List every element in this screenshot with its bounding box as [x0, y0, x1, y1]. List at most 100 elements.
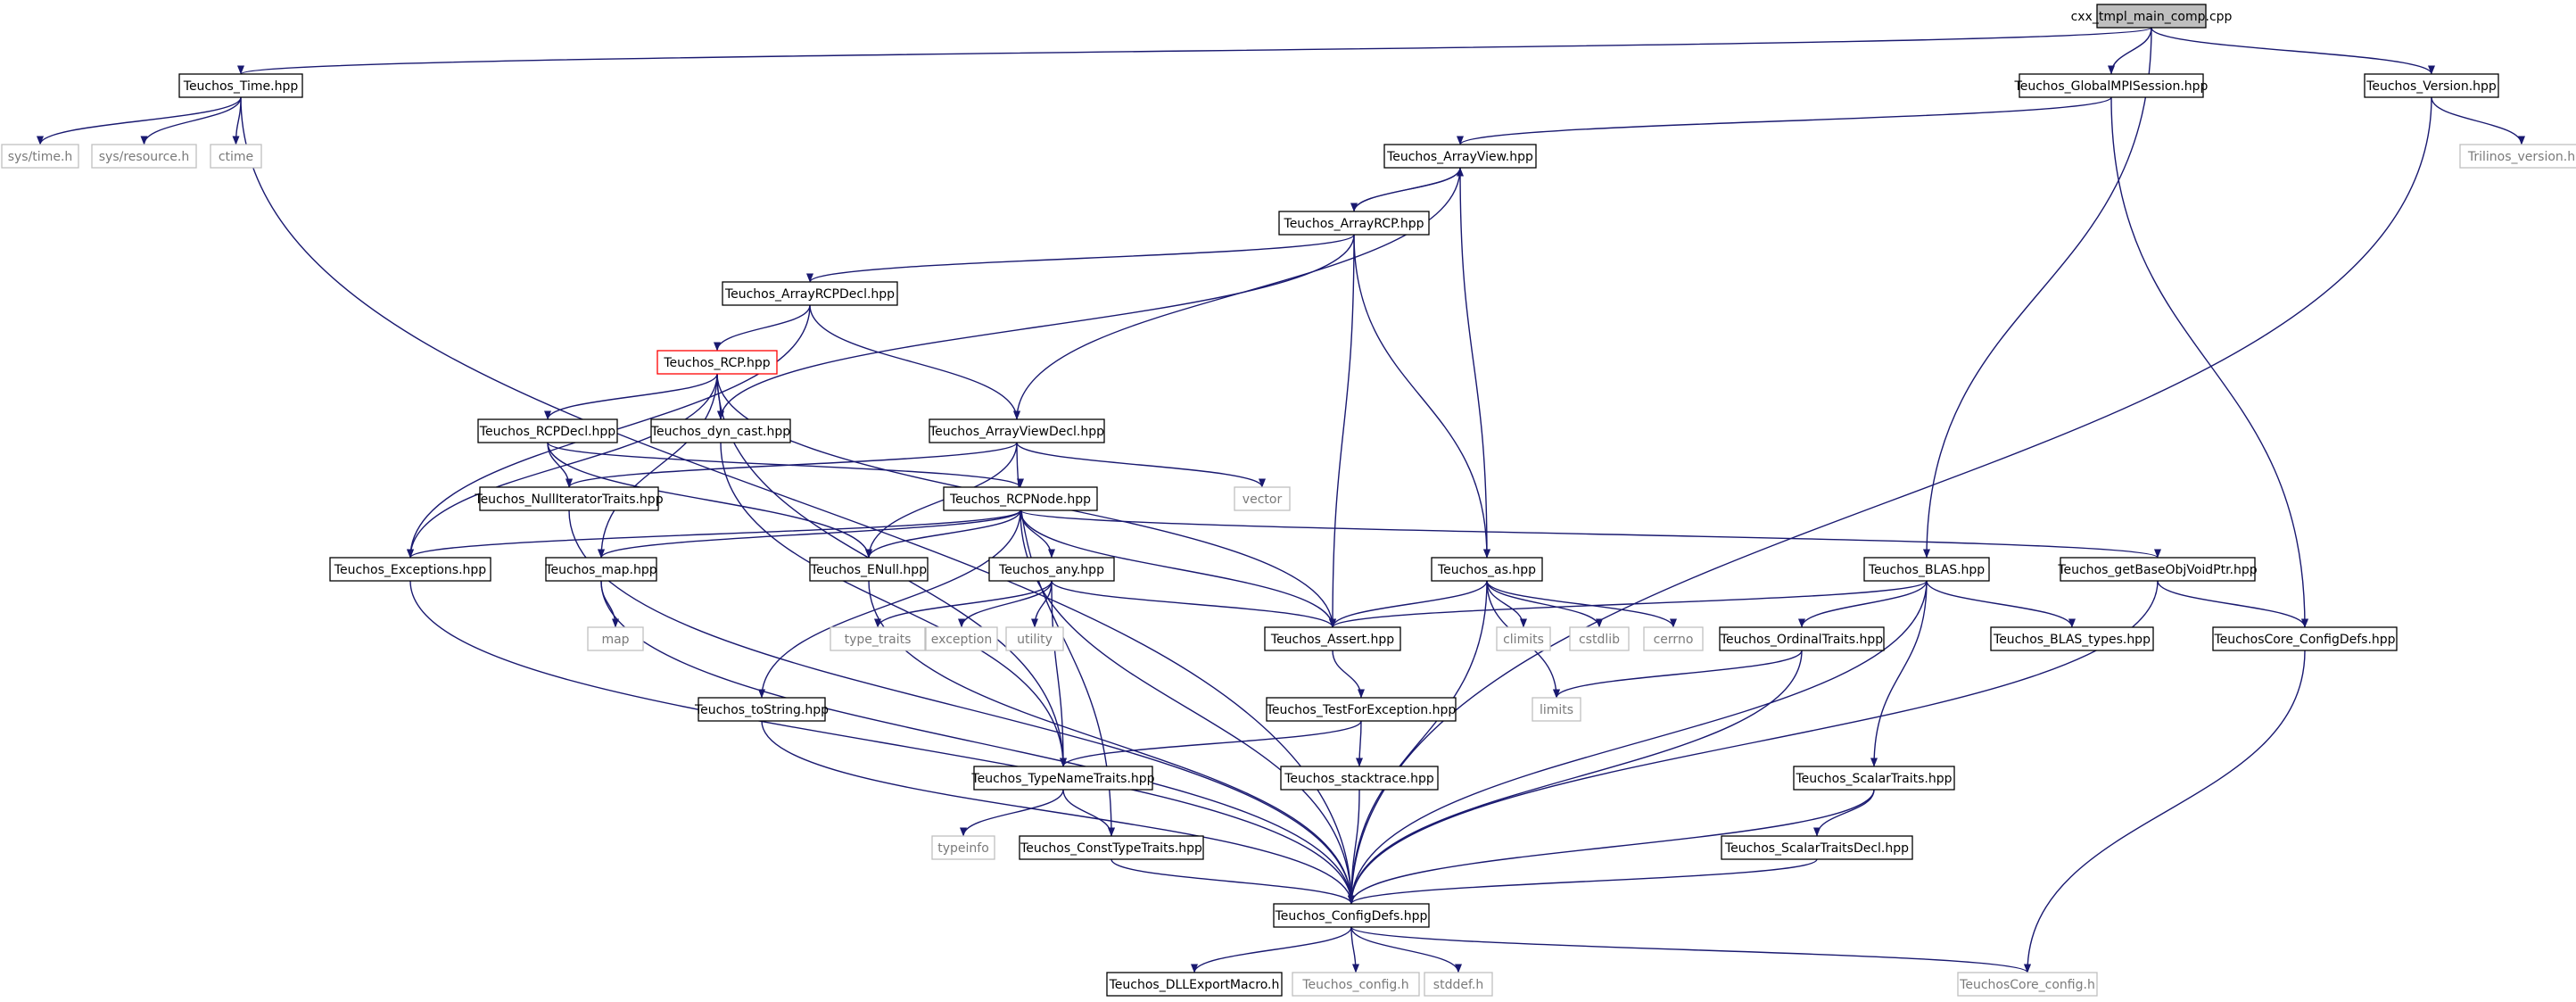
edge-rcpnode-to-assert	[1020, 509, 1336, 628]
edge-exceptions-to-configdefs	[409, 580, 1355, 905]
node-configdefs[interactable]: Teuchos_ConfigDefs.hpp	[1273, 903, 1430, 928]
node-version[interactable]: Teuchos_Version.hpp	[2364, 73, 2499, 98]
node-box-stddef	[1424, 972, 1493, 997]
node-box-typeinfo	[931, 835, 995, 860]
node-enull[interactable]: Teuchos_ENull.hpp	[809, 557, 929, 582]
node-arrayviewdecl[interactable]: Teuchos_ArrayViewDecl.hpp	[929, 418, 1105, 443]
node-ordinal[interactable]: Teuchos_OrdinalTraits.hpp	[1719, 626, 1885, 651]
node-time[interactable]: Teuchos_Time.hpp	[178, 73, 303, 98]
node-box-arrayviewdecl	[929, 418, 1105, 443]
node-blas[interactable]: Teuchos_BLAS.hpp	[1863, 557, 1990, 582]
node-label-exceptions: Teuchos_Exceptions.hpp	[334, 563, 486, 577]
node-gmpi[interactable]: Teuchos_GlobalMPISession.hpp	[2014, 73, 2209, 98]
node-getbase[interactable]: Teuchos_getBaseObjVoidPtr.hpp	[2057, 557, 2258, 582]
node-arrayview[interactable]: Teuchos_ArrayView.hpp	[1383, 144, 1537, 169]
node-assert[interactable]: Teuchos_Assert.hpp	[1264, 626, 1401, 651]
node-label-cstdlib: cstdlib	[1579, 633, 1620, 647]
node-box-version	[2364, 73, 2499, 98]
node-box-ctime	[210, 144, 262, 169]
node-rcp[interactable]: Teuchos_RCP.hpp	[656, 350, 778, 375]
edge-any-to-assert	[1051, 580, 1336, 628]
node-label-arrayview: Teuchos_ArrayView.hpp	[1386, 150, 1533, 164]
node-box-typetraits	[830, 626, 926, 651]
node-arrayrcp[interactable]: Teuchos_ArrayRCP.hpp	[1278, 211, 1430, 236]
edge-arrayrcp-to-assert	[1329, 234, 1355, 628]
node-testforexc[interactable]: Teuchos_TestForException.hpp	[1266, 697, 1457, 722]
node-label-typetraits: type_traits	[845, 633, 912, 647]
node-typename[interactable]: Teuchos_TypeNameTraits.hpp	[970, 766, 1155, 791]
edge-arrayrcpdecl-to-arrayviewdecl	[809, 304, 1020, 420]
node-stddef: stddef.h	[1424, 972, 1493, 997]
edge-as-to-assert	[1329, 580, 1488, 628]
node-label-trilinos: Trilinos_version.h	[2467, 150, 2575, 164]
node-rcpnode[interactable]: Teuchos_RCPNode.hpp	[943, 486, 1098, 511]
node-label-systime: sys/time.h	[8, 150, 73, 164]
node-box-exceptions	[329, 557, 491, 582]
node-label-arrayviewdecl: Teuchos_ArrayViewDecl.hpp	[929, 425, 1104, 439]
node-label-as: Teuchos_as.hpp	[1437, 563, 1536, 577]
node-label-arrayrcpdecl: Teuchos_ArrayRCPDecl.hpp	[724, 287, 895, 302]
node-stacktrace[interactable]: Teuchos_stacktrace.hpp	[1280, 766, 1439, 791]
node-box-gmpi	[2019, 73, 2204, 98]
node-box-scalar	[1793, 766, 1955, 791]
node-rcpdecl[interactable]: Teuchos_RCPDecl.hpp	[477, 418, 618, 443]
node-box-nulliter	[479, 486, 659, 511]
node-box-mapstd	[587, 626, 644, 651]
edge-scalar-to-configdefs	[1348, 789, 1875, 905]
node-arrayrcpdecl[interactable]: Teuchos_ArrayRCPDecl.hpp	[722, 281, 898, 306]
node-box-time	[178, 73, 303, 98]
edge-stacktrace-to-configdefs	[1348, 789, 1360, 905]
node-label-rcp: Teuchos_RCP.hpp	[663, 356, 770, 370]
node-label-coreconfigdefs: TeuchosCore_ConfigDefs.hpp	[2213, 633, 2395, 647]
node-box-stacktrace	[1280, 766, 1439, 791]
node-cerrno: cerrno	[1643, 626, 1704, 651]
node-box-assert	[1264, 626, 1401, 651]
edge-gmpi-to-arrayview	[1457, 96, 2112, 145]
edge-arrayrcp-to-as	[1353, 234, 1490, 559]
node-box-dllexport	[1106, 972, 1283, 997]
edge-as-to-configdefs	[1348, 580, 1488, 905]
node-scalardecl[interactable]: Teuchos_ScalarTraitsDecl.hpp	[1721, 835, 1913, 860]
node-tostring[interactable]: Teuchos_toString.hpp	[694, 697, 829, 722]
node-label-stddef: stddef.h	[1433, 978, 1483, 992]
node-box-cstdlib	[1569, 626, 1630, 651]
edge-root-to-time	[237, 27, 2152, 75]
edge-coreconfigdefs-to-coreconfig	[2024, 650, 2306, 973]
edge-blas-to-assert	[1329, 580, 1928, 628]
node-utility: utility	[1005, 626, 1064, 651]
node-any[interactable]: Teuchos_any.hpp	[988, 557, 1115, 582]
node-label-consttype: Teuchos_ConstTypeTraits.hpp	[1020, 841, 1202, 856]
node-typetraits: type_traits	[830, 626, 926, 651]
node-coreconfigdefs[interactable]: TeuchosCore_ConfigDefs.hpp	[2212, 626, 2398, 651]
node-vector: vector	[1234, 486, 1291, 511]
node-label-typename: Teuchos_TypeNameTraits.hpp	[970, 772, 1154, 786]
edge-arrayrcp-to-dyncast	[717, 234, 1355, 420]
edge-blas-to-scalar	[1870, 580, 1928, 767]
node-box-map	[545, 557, 657, 582]
node-map[interactable]: Teuchos_map.hpp	[544, 557, 657, 582]
node-exceptions[interactable]: Teuchos_Exceptions.hpp	[329, 557, 491, 582]
node-label-scalardecl: Teuchos_ScalarTraitsDecl.hpp	[1724, 841, 1909, 856]
node-dllexport[interactable]: Teuchos_DLLExportMacro.h	[1106, 972, 1283, 997]
node-box-coreconfigdefs	[2212, 626, 2398, 651]
edge-gmpi-to-coreconfigdefs	[2110, 96, 2308, 628]
edge-any-to-exception	[958, 580, 1053, 628]
node-blastypes[interactable]: Teuchos_BLAS_types.hpp	[1990, 626, 2154, 651]
node-root[interactable]: cxx_tmpl_main_comp.cpp	[2071, 4, 2233, 29]
edge-scalardecl-to-configdefs	[1348, 858, 1818, 905]
edge-rcp-to-rcpdecl	[544, 373, 718, 420]
node-label-arrayrcp: Teuchos_ArrayRCP.hpp	[1284, 217, 1424, 231]
node-box-getbase	[2060, 557, 2256, 582]
node-exception: exception	[925, 626, 998, 651]
node-as[interactable]: Teuchos_as.hpp	[1431, 557, 1543, 582]
edge-typename-to-typeinfo	[960, 789, 1064, 837]
node-dyncast[interactable]: Teuchos_dyn_cast.hpp	[650, 418, 791, 443]
edge-rcp-to-exceptions	[407, 373, 718, 559]
node-scalar[interactable]: Teuchos_ScalarTraits.hpp	[1793, 766, 1955, 791]
edge-ordinal-to-limits	[1553, 650, 1803, 699]
node-consttype[interactable]: Teuchos_ConstTypeTraits.hpp	[1019, 835, 1204, 860]
node-nulliter[interactable]: Teuchos_NullIteratorTraits.hpp	[474, 486, 664, 511]
edge-as-to-climits	[1486, 580, 1527, 628]
node-mapstd: map	[587, 626, 644, 651]
edge-arrayrcpdecl-to-rcp	[714, 304, 811, 352]
